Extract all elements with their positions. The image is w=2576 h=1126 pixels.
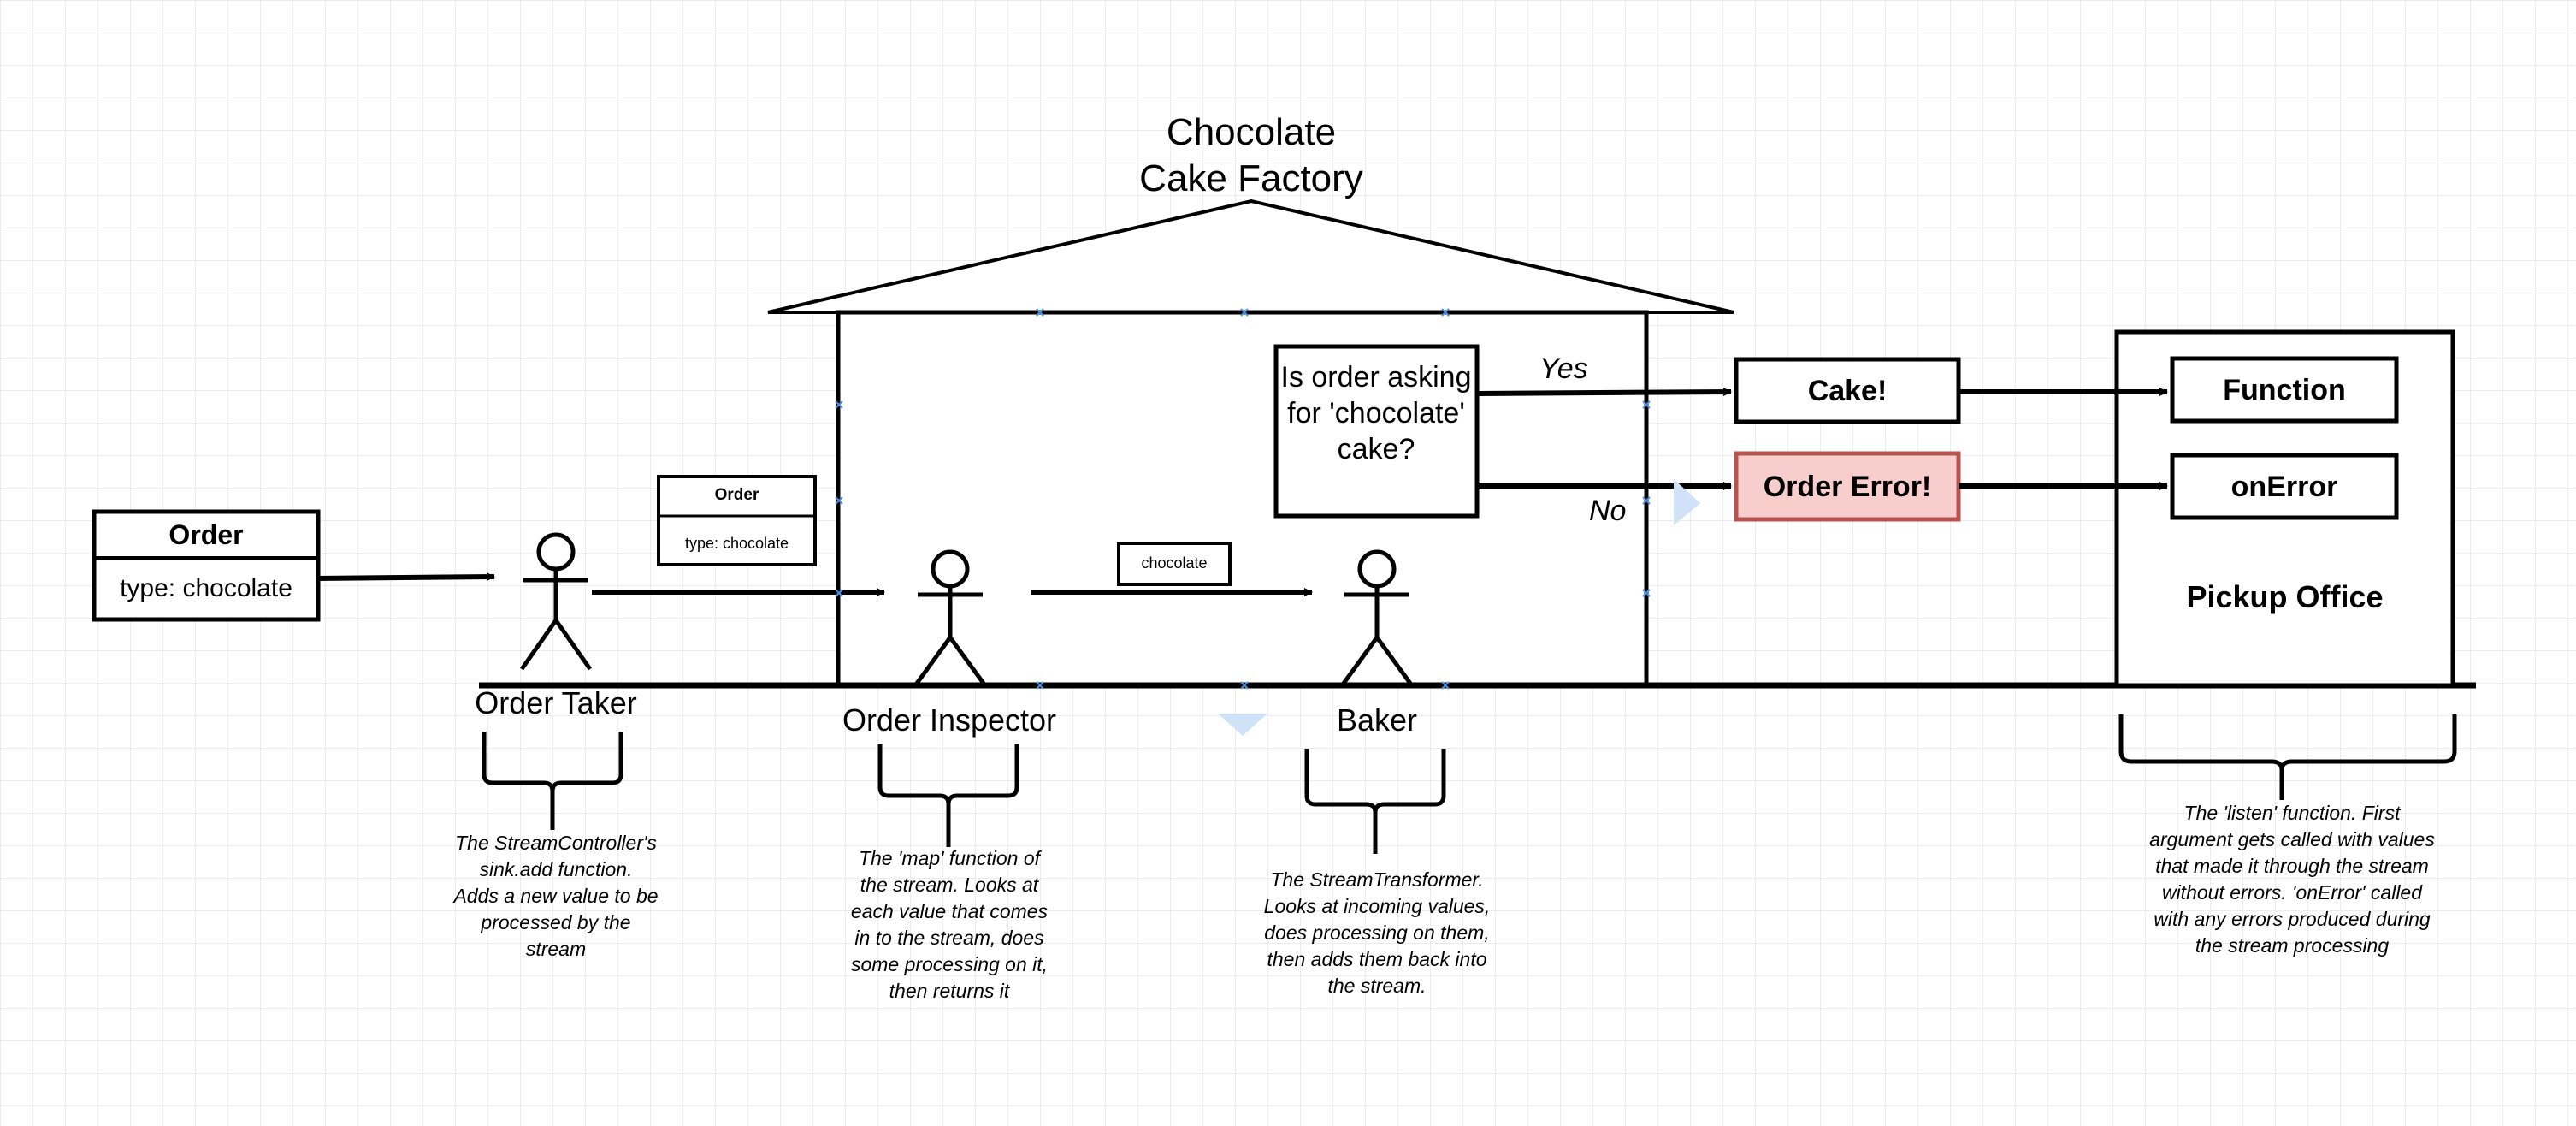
brace-pickup-office	[2118, 714, 2457, 800]
braces	[482, 714, 2457, 854]
decision-no-label: No	[1589, 495, 1627, 527]
function-label: Function	[2223, 374, 2346, 406]
arrow-yes-to-cake	[1476, 388, 1732, 397]
order-taker-figure	[519, 532, 593, 671]
brace-order-inspector	[877, 744, 1019, 847]
connection-arrow-down-hint[interactable]	[1218, 714, 1267, 736]
note-pickup-office: The 'listen' function. First argument ge…	[2149, 802, 2435, 957]
factory-roof	[767, 199, 1734, 314]
order-card-title: Order	[168, 519, 244, 550]
pickup-office-title: Pickup Office	[2186, 579, 2384, 614]
note-order-taker: The StreamController's sink.add function…	[453, 832, 659, 960]
small-order-card-field: type: chocolate	[684, 535, 789, 552]
connection-arrow-right-hint[interactable]	[1674, 479, 1700, 525]
decision-yes-label: Yes	[1539, 353, 1588, 385]
actor-name-order-inspector: Order Inspector	[842, 702, 1057, 738]
order-error-label: Order Error!	[1763, 471, 1932, 503]
factory-title: Chocolate Cake Factory	[1139, 111, 1363, 199]
on-error-label: onError	[2230, 471, 2338, 503]
note-baker: The StreamTransformer. Looks at incoming…	[1263, 868, 1491, 997]
function-box[interactable]	[2170, 356, 2399, 424]
brace-baker	[1304, 749, 1446, 854]
actor-name-order-taker: Order Taker	[475, 685, 637, 720]
arrow-order-to-taker	[317, 572, 495, 582]
factory-walls	[836, 310, 1649, 688]
baker-figure	[1340, 549, 1414, 686]
order-card[interactable]	[92, 509, 321, 622]
small-order-card[interactable]	[657, 475, 817, 566]
small-order-card-title: Order	[714, 486, 759, 504]
actor-name-baker: Baker	[1336, 702, 1418, 738]
note-order-inspector: The 'map' function of the stream. Looks …	[850, 847, 1049, 1002]
brace-order-taker	[482, 732, 623, 830]
cake-label: Cake!	[1807, 375, 1888, 407]
order-card-field: type: chocolate	[120, 574, 292, 602]
cake-box[interactable]	[1734, 357, 1961, 424]
value-tag-label: chocolate	[1141, 554, 1208, 572]
factory-building	[767, 199, 1734, 688]
decision-question: Is order asking for 'chocolate' cake?	[1280, 361, 1472, 465]
flow-arrows	[317, 388, 2168, 596]
on-error-box[interactable]	[2170, 453, 2399, 520]
selection-handles[interactable]	[835, 308, 1651, 690]
order-inspector-figure	[913, 549, 987, 686]
decision-box[interactable]	[1273, 344, 1480, 519]
value-tag[interactable]	[1117, 542, 1232, 586]
